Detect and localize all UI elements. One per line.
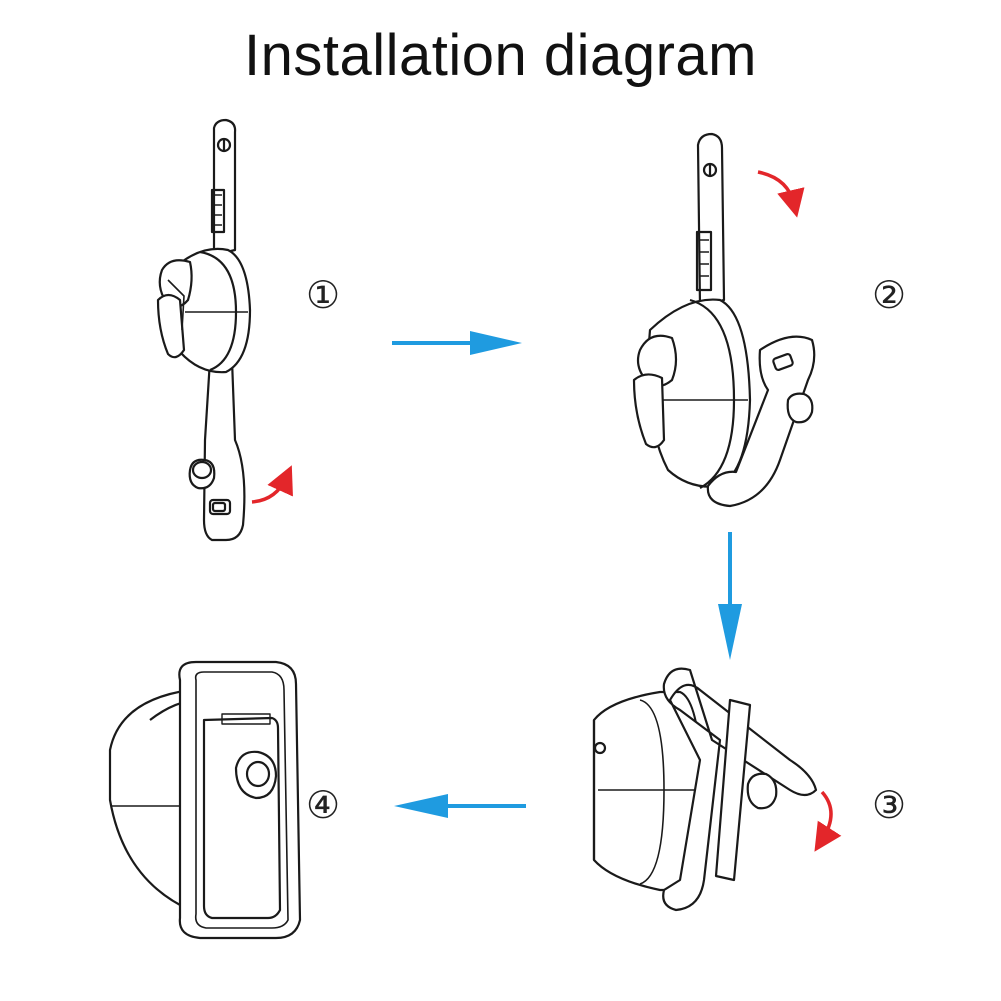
red-curved-arrow-step-1	[251, 465, 293, 504]
arrow-down-2-to-3	[718, 532, 742, 660]
step-3-number: ③	[872, 783, 907, 827]
red-curved-arrow-step-2	[757, 170, 805, 218]
step-4-number: ④	[306, 783, 341, 827]
step-4-illustration	[108, 660, 302, 940]
red-curved-arrow-step-3	[814, 790, 842, 852]
step-3-illustration	[592, 667, 818, 912]
step-2-illustration	[632, 132, 816, 508]
step-1-number: ①	[306, 273, 341, 317]
arrow-left-3-to-4	[394, 794, 526, 818]
step-2-number: ②	[872, 273, 907, 317]
step-1-illustration	[156, 118, 252, 542]
arrow-right-1-to-2	[392, 331, 522, 355]
diagram-title: Installation diagram	[244, 23, 757, 88]
